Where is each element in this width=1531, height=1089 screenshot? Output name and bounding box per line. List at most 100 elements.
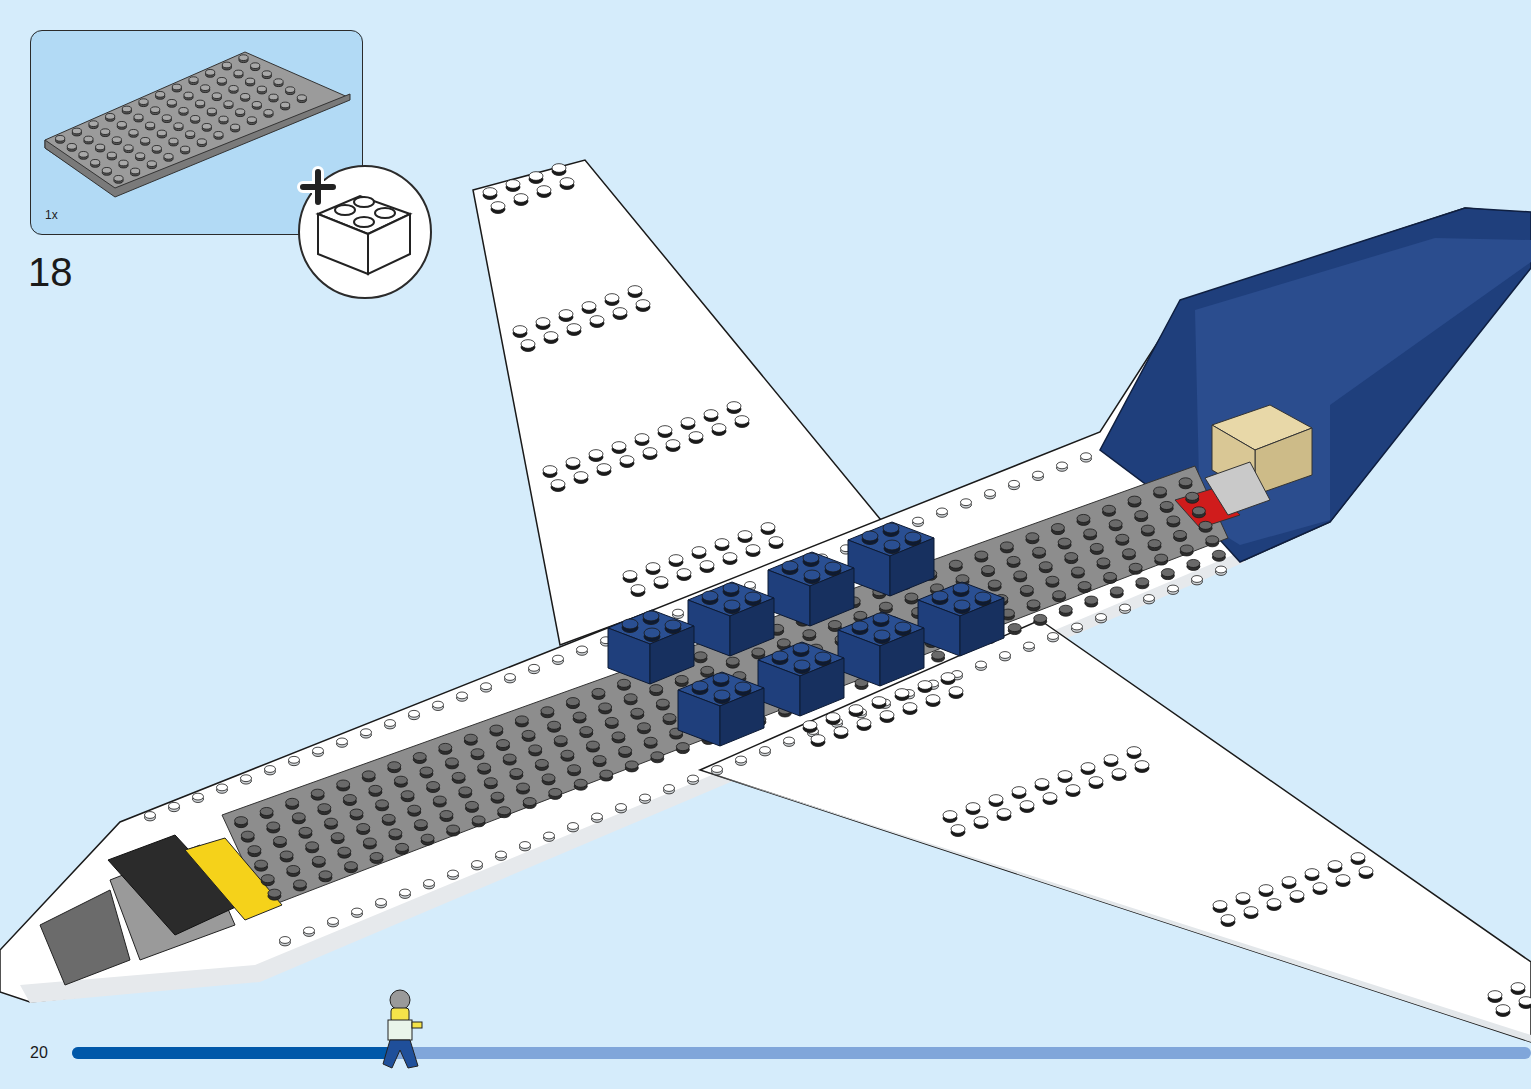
- blue-brick: [918, 582, 1004, 656]
- stud: [274, 79, 283, 87]
- stud: [345, 862, 358, 873]
- stud: [1096, 614, 1107, 623]
- stud: [640, 794, 651, 803]
- stud: [586, 741, 599, 752]
- stud: [905, 532, 921, 546]
- stud: [193, 793, 204, 802]
- stud: [376, 899, 387, 908]
- stud: [478, 763, 491, 774]
- stud: [219, 116, 228, 124]
- stud: [1216, 566, 1227, 575]
- grey-plate: [45, 52, 350, 197]
- stud: [637, 723, 650, 734]
- stud: [189, 77, 198, 85]
- stud: [619, 746, 632, 757]
- stud: [803, 553, 819, 567]
- stud: [895, 689, 909, 701]
- stud: [631, 708, 644, 719]
- stud: [517, 783, 530, 794]
- stud: [826, 713, 840, 725]
- stud: [951, 825, 965, 837]
- stud: [926, 695, 940, 707]
- stud: [269, 94, 278, 102]
- stud: [247, 117, 256, 125]
- stud: [1012, 787, 1026, 799]
- stud: [857, 719, 871, 731]
- blue-brick: [608, 610, 694, 684]
- near-wing: [700, 620, 1531, 1042]
- stud: [206, 69, 215, 77]
- stud: [439, 743, 452, 754]
- stud: [932, 591, 948, 605]
- stud: [471, 749, 484, 760]
- stud: [445, 758, 458, 769]
- stud: [299, 827, 312, 838]
- stud: [157, 130, 166, 138]
- stud: [447, 825, 460, 836]
- stud: [1078, 582, 1091, 593]
- near-wing-edge: [700, 770, 1531, 1042]
- stud: [267, 822, 280, 833]
- stud: [1259, 885, 1273, 897]
- stud: [903, 703, 917, 715]
- stud: [1033, 471, 1044, 480]
- stud: [1097, 558, 1110, 569]
- stud: [361, 729, 372, 738]
- tail-inner: [1195, 238, 1531, 545]
- stud: [184, 92, 193, 100]
- stud: [714, 690, 730, 704]
- stud: [825, 562, 841, 576]
- stud: [913, 517, 924, 526]
- stud: [515, 716, 528, 727]
- stud: [862, 531, 878, 545]
- stud: [72, 128, 81, 136]
- stud: [582, 302, 596, 314]
- stud: [1102, 505, 1115, 516]
- stud: [1135, 511, 1148, 522]
- stud: [623, 571, 637, 583]
- stud: [1090, 543, 1103, 554]
- stud: [289, 756, 300, 765]
- stud: [328, 918, 339, 927]
- stud: [414, 820, 427, 831]
- stud: [1009, 480, 1020, 489]
- stud: [715, 539, 729, 551]
- stud: [559, 310, 573, 322]
- stud: [1081, 453, 1092, 462]
- stud: [119, 160, 128, 168]
- stud: [1168, 585, 1179, 594]
- stud: [236, 109, 245, 117]
- stud: [241, 775, 252, 784]
- stud: [147, 161, 156, 169]
- stud: [281, 102, 290, 110]
- stud: [452, 772, 465, 783]
- stud: [363, 838, 376, 849]
- stud: [472, 861, 483, 870]
- stud: [472, 816, 485, 827]
- stud: [459, 787, 472, 798]
- stud: [1104, 572, 1117, 583]
- stud: [162, 115, 171, 123]
- stud: [589, 450, 603, 462]
- stud: [568, 765, 581, 776]
- stud: [261, 875, 274, 886]
- stud: [651, 752, 664, 763]
- stud: [1122, 549, 1135, 560]
- stud: [141, 137, 150, 145]
- yellow-tile: [185, 838, 282, 920]
- stud: [440, 811, 453, 822]
- stud: [1160, 501, 1173, 512]
- stud: [287, 865, 300, 876]
- stud: [212, 93, 221, 101]
- stud: [1110, 587, 1123, 598]
- stud: [658, 426, 672, 438]
- stud: [513, 326, 527, 338]
- stud: [1496, 1005, 1510, 1017]
- stud: [268, 889, 281, 900]
- stud: [676, 743, 689, 754]
- stud: [551, 480, 565, 492]
- stud: [560, 178, 574, 190]
- stud: [988, 580, 1001, 591]
- stud: [1221, 915, 1235, 927]
